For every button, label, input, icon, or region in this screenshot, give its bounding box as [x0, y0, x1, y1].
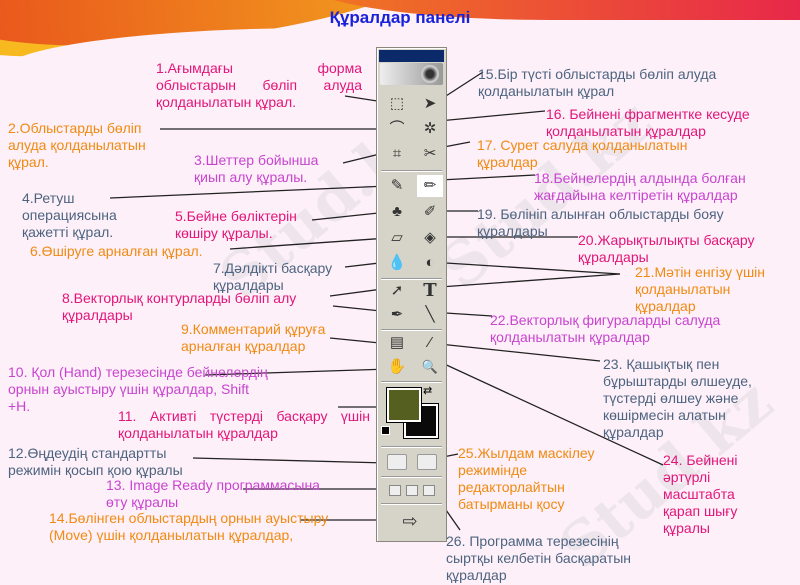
label-19: 19. Бөлініп алынған облыстарды бояу құра… — [477, 206, 724, 239]
label-12: 12.Өңдеудің стандартты режимін қосып қою… — [8, 445, 183, 478]
toolbar-divider — [381, 170, 442, 172]
label-10: 10. Қол (Hand) терезесінде бейнелердің о… — [8, 364, 268, 414]
label-1: 1.Ағымдағы форма облыстарын бөліп алуда … — [156, 60, 362, 110]
standard-mode-button[interactable] — [387, 454, 407, 470]
connector-23 — [429, 342, 601, 362]
connector-24 — [439, 361, 664, 466]
path-selection-tool-icon[interactable]: ➚ — [390, 282, 404, 299]
jump-to-imageready-icon[interactable]: ⇨ — [402, 511, 418, 531]
eyedropper-tool-icon[interactable]: ⁄ — [428, 334, 432, 351]
standard-screen-mode-button[interactable] — [389, 485, 401, 496]
connector-21b — [439, 273, 621, 288]
label-21: 21.Мәтін енгізу үшін қолданылатын құралд… — [635, 264, 766, 314]
default-colors-icon[interactable] — [381, 426, 390, 435]
slide-title: Құралдар панелі — [329, 8, 471, 27]
toolbar-divider — [381, 329, 442, 331]
foreground-color-swatch[interactable] — [386, 387, 422, 423]
slice-tool-icon[interactable]: ✂ — [423, 145, 437, 162]
toolbar-divider — [381, 476, 442, 478]
label-24: 24. Бейнені әртүрлі масштабта қарап шығу… — [663, 452, 738, 536]
lasso-tool-icon[interactable]: ⌒ — [389, 120, 405, 137]
connector-4 — [109, 185, 389, 199]
label-26: 26. Программа терезесінің сыртқы келбеті… — [446, 533, 631, 583]
history-brush-tool-icon[interactable]: ✐ — [423, 203, 437, 220]
connector-18 — [439, 174, 536, 181]
toolbar-divider — [381, 446, 442, 448]
toolbar-title-bar[interactable] — [379, 50, 444, 62]
notes-tool-icon[interactable]: ▤ — [389, 334, 405, 351]
connector-9 — [329, 337, 381, 344]
connector-6 — [229, 237, 389, 250]
type-tool-icon[interactable]: T — [423, 280, 437, 301]
label-6: 6.Өшіруге арналған құрал. — [30, 243, 203, 259]
label-5: 5.Бейне бөліктерін көшіру құралы. — [175, 208, 297, 241]
label-25: 25.Жылдам маскілеу режимінде редакторлай… — [458, 445, 595, 512]
full-screen-menu-mode-button[interactable] — [406, 485, 418, 496]
toolbar-divider — [381, 278, 442, 280]
paint-bucket-tool-icon[interactable]: ◈ — [424, 229, 436, 246]
pen-tool-icon[interactable]: ✒ — [390, 306, 404, 323]
blur-tool-icon[interactable]: 💧 — [387, 254, 407, 271]
label-13: 13. Image Ready программасына өту құралы — [106, 477, 320, 510]
label-7: 7.Дәлдікті басқару құралдары — [213, 260, 333, 293]
marquee-tool-icon[interactable]: ⬚ — [389, 95, 405, 112]
label-16: 16. Бейнені фрагментке кесуде қолданылат… — [546, 106, 750, 139]
label-4: 4.Ретуш операциясына қажетті құрал. — [22, 190, 117, 240]
dodge-tool-icon[interactable]: ◐ — [425, 254, 435, 271]
brush-tool-icon[interactable]: ✏ — [417, 175, 443, 197]
connector-5 — [311, 211, 389, 221]
move-tool-icon[interactable]: ➤ — [423, 95, 437, 112]
label-23: 23. Қашықтық пен бұрыштарды өлшеуде, түс… — [603, 356, 752, 440]
label-2: 2.Облыстарды бөліп алуда қолданылатын құ… — [8, 120, 146, 170]
photoshop-toolbar: ⬚ ➤ ⌒ ✲ ⌗ ✂ ✎ ✏ ♣ ✐ ▱ ◈ 💧 ◐ ➚ T ✒ ╲ ▤ ⁄ … — [376, 47, 447, 542]
full-screen-mode-button[interactable] — [423, 485, 435, 496]
toolbar-divider — [381, 381, 442, 383]
photoshop-logo[interactable] — [380, 63, 443, 85]
label-15: 15.Бір түсті облыстарды бөліп алуда қолд… — [478, 66, 717, 99]
label-22: 22.Векторлық фигураларды салуда қолданыл… — [490, 312, 721, 345]
label-17: 17. Сурет салуда қолданылатын құралдар — [477, 137, 688, 170]
quick-mask-mode-button[interactable] — [417, 454, 437, 470]
connector-10 — [204, 368, 391, 376]
label-11: 11. Активті түстерді басқару үшін қолдан… — [118, 408, 370, 441]
connector-21a — [429, 261, 621, 275]
healing-brush-tool-icon[interactable]: ✎ — [390, 177, 404, 194]
magic-wand-tool-icon[interactable]: ✲ — [423, 120, 437, 137]
swap-colors-icon[interactable]: ⇄ — [423, 385, 433, 397]
zoom-tool-icon[interactable]: 🔍 — [421, 359, 439, 374]
connector-12 — [192, 457, 387, 464]
hand-tool-icon[interactable]: ✋ — [387, 358, 407, 375]
clone-stamp-tool-icon[interactable]: ♣ — [392, 203, 402, 220]
label-9: 9.Комментарий құруға арналған құралдар — [181, 321, 326, 354]
crop-tool-icon[interactable]: ⌗ — [392, 145, 402, 162]
eraser-tool-icon[interactable]: ▱ — [391, 229, 403, 246]
label-14: 14.Бөлінген облыстардың орнын ауыстыру (… — [49, 510, 329, 543]
connector-16 — [427, 110, 546, 123]
label-8: 8.Векторлық контурларды бөліп алу құралд… — [62, 290, 297, 323]
label-18: 18.Бейнелердің алдында болған жағдайына … — [534, 170, 746, 203]
label-3: 3.Шеттер бойынша қиып алу құралы. — [194, 152, 319, 185]
toolbar-divider — [381, 503, 442, 505]
line-tool-icon[interactable]: ╲ — [425, 306, 435, 323]
label-20: 20.Жарықтылықты басқару құралдары — [578, 232, 755, 265]
